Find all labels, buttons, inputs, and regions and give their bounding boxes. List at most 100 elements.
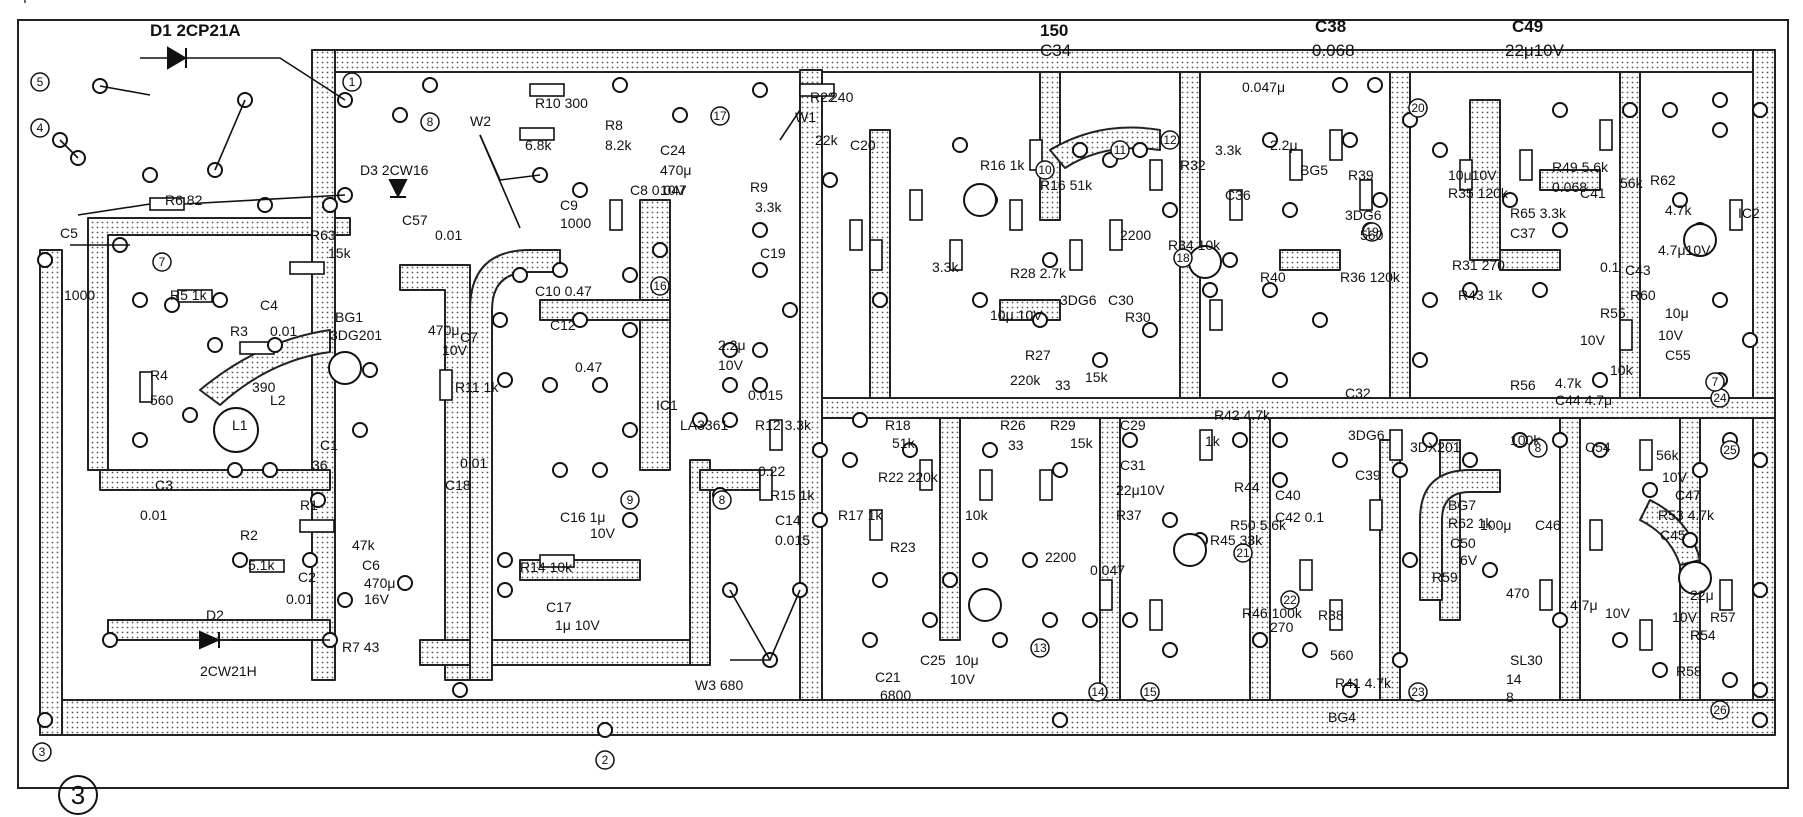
- component-label: R43 1k: [1458, 287, 1503, 303]
- component-label: R16 1k: [980, 157, 1025, 173]
- component-label: C8 0.047: [630, 182, 687, 198]
- terminal-marker: [1088, 682, 1108, 702]
- terminal-marker: [1030, 638, 1050, 658]
- terminal-label: 10: [1038, 163, 1052, 177]
- terminal-label: 7: [1712, 375, 1719, 389]
- component-label: 6V: [0, 0, 18, 3]
- component-label: C40: [1275, 487, 1301, 503]
- component-label: R61: [0, 0, 26, 3]
- component-label: R35 120k: [1448, 185, 1509, 201]
- component-label: BG4: [1328, 709, 1356, 725]
- component-label: 1k: [1205, 433, 1221, 449]
- terminal-label: 8: [719, 493, 726, 507]
- component-label: 3DX201: [1410, 439, 1461, 455]
- terminal-label: 19: [1365, 225, 1379, 239]
- component-label: R3: [230, 323, 248, 339]
- component-label: 0.047: [1090, 562, 1125, 578]
- terminal-label: 16: [653, 279, 667, 293]
- component-label: 3DG201: [330, 327, 382, 343]
- component-label: W1: [795, 109, 816, 125]
- component-label: 6.8k: [525, 137, 552, 153]
- component-label: C14: [775, 512, 801, 528]
- figure-number: 3: [58, 775, 98, 815]
- component-label: 10k: [1610, 362, 1634, 378]
- terminal-marker: [1140, 682, 1160, 702]
- component-label: 560: [1360, 227, 1384, 243]
- component-label: 4.7μ: [1570, 597, 1598, 613]
- component-label: 0.22: [758, 463, 785, 479]
- component-label: L1: [232, 417, 248, 433]
- component-label: 4.7μ10V: [1658, 242, 1711, 258]
- component-label: 5.1k: [248, 557, 275, 573]
- component-label: R18: [885, 417, 911, 433]
- terminal-label: 23: [1411, 685, 1425, 699]
- component-label: R59: [1432, 569, 1458, 585]
- c38-value-label: 0.068: [1312, 41, 1355, 60]
- component-label: 14: [1506, 671, 1522, 687]
- component-label: 36: [312, 457, 328, 473]
- component-label: D2: [206, 607, 224, 623]
- component-label: 10V: [660, 182, 686, 198]
- component-label: 1000: [64, 287, 95, 303]
- d1-label: D1 2CP21A: [150, 21, 241, 40]
- terminal-label: 9: [627, 493, 634, 507]
- component-label: R7 43: [342, 639, 380, 655]
- component-label: 10V: [1580, 332, 1606, 348]
- component-label: 10V: [950, 671, 976, 687]
- terminal-marker: [1110, 140, 1130, 160]
- component-label: 3.3k: [932, 259, 959, 275]
- component-label: C4: [260, 297, 278, 313]
- terminal-marker: [710, 106, 730, 126]
- component-label: C42 0.1: [1275, 509, 1324, 525]
- component-label: R22 220k: [878, 469, 939, 485]
- component-label: 2200: [1120, 227, 1151, 243]
- component-label: 3DG6: [1060, 292, 1097, 308]
- component-label: 10μ10V: [1448, 167, 1497, 183]
- component-label: R1: [300, 497, 318, 513]
- component-label: R62: [1650, 172, 1676, 188]
- terminal-marker: [1173, 248, 1193, 268]
- component-label: 470μ: [364, 575, 395, 591]
- component-label: C36: [1225, 187, 1251, 203]
- terminal-marker: [1710, 700, 1730, 720]
- component-label: C5: [60, 225, 78, 241]
- component-label: 100μ: [0, 0, 31, 3]
- component-label: R40: [1260, 269, 1286, 285]
- component-label: 0.015: [748, 387, 783, 403]
- component-label: D3 2CW16: [360, 162, 429, 178]
- component-label: BG6: [0, 0, 28, 3]
- terminal-marker: [1408, 682, 1428, 702]
- component-label: 1μ 10V: [555, 617, 600, 633]
- component-label: R46 100k: [1242, 605, 1303, 621]
- component-label: 16V: [364, 591, 390, 607]
- component-label: C2: [298, 569, 316, 585]
- component-label: R23: [890, 539, 916, 555]
- component-label: R41 4.7k: [1335, 675, 1392, 691]
- terminal-label: 7: [159, 255, 166, 269]
- component-label: R44: [1234, 479, 1260, 495]
- component-label: R14 10k: [520, 559, 573, 575]
- component-label: R8: [605, 117, 623, 133]
- component-label: R50 5.6k: [1230, 517, 1287, 533]
- transistor-symbols: [328, 183, 1717, 622]
- component-label: 22μ10V: [1116, 482, 1165, 498]
- component-label: C30: [1108, 292, 1134, 308]
- terminal-label: 26: [1713, 703, 1727, 717]
- component-label: LA3361: [680, 417, 728, 433]
- component-label: C55: [0, 0, 26, 3]
- component-label: C17: [546, 599, 572, 615]
- component-label: R39: [1348, 167, 1374, 183]
- c49-value-label: 22μ10V: [1505, 41, 1565, 60]
- solder-pads: [37, 77, 1768, 738]
- c34-value-label: 150: [1040, 21, 1068, 40]
- terminal-label: 12: [1163, 133, 1177, 147]
- terminal-label: 11: [1114, 143, 1127, 157]
- component-label: R17 1k: [838, 507, 883, 523]
- component-label: R45 33k: [1210, 532, 1263, 548]
- component-label: R38: [1318, 607, 1344, 623]
- component-label: 10V: [1605, 605, 1631, 621]
- component-label: R9: [750, 179, 768, 195]
- component-label: BG7: [1448, 497, 1476, 513]
- component-label: C32: [1345, 385, 1371, 401]
